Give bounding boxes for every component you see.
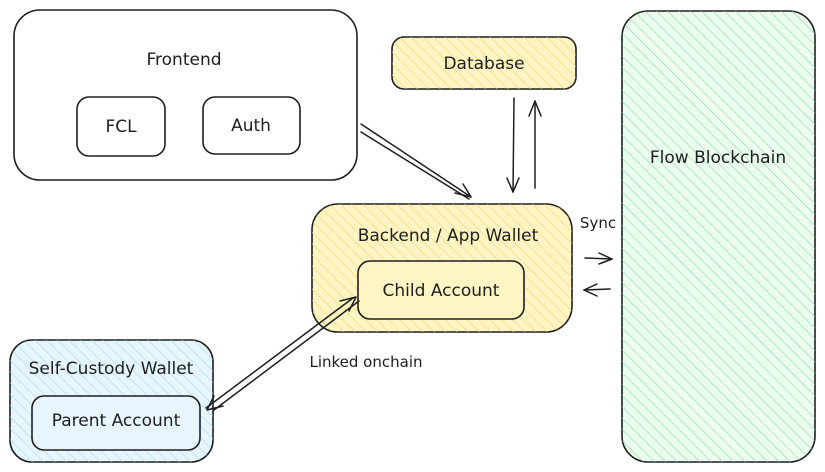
frontend-to-backend-arrow — [360, 123, 472, 200]
sync-label: Sync — [580, 214, 616, 232]
linked-onchain-label: Linked onchain — [309, 353, 422, 371]
database-label: Database — [443, 54, 524, 74]
flow-blockchain-box: Flow Blockchain — [621, 10, 816, 463]
frontend-box: Frontend — [13, 9, 358, 181]
linked-onchain-arrow — [205, 296, 360, 411]
fcl-box: FCL — [76, 96, 166, 157]
fcl-label: FCL — [105, 117, 137, 137]
parent-account-box: Parent Account — [31, 395, 201, 451]
flow-blockchain-label: Flow Blockchain — [650, 148, 786, 168]
auth-box: Auth — [202, 96, 301, 155]
child-account-box: Child Account — [357, 260, 525, 320]
database-box: Database — [391, 36, 577, 90]
frontend-label: Frontend — [146, 50, 221, 70]
auth-label: Auth — [231, 116, 271, 136]
parent-account-label: Parent Account — [52, 411, 181, 431]
child-account-label: Child Account — [383, 281, 500, 301]
sync-right-arrow — [584, 252, 613, 265]
self-custody-wallet-label: Self-Custody Wallet — [29, 359, 194, 379]
sync-left-arrow — [583, 283, 611, 297]
database-to-backend-arrow — [506, 97, 520, 193]
backend-to-database-arrow — [528, 100, 542, 189]
backend-label: Backend / App Wallet — [358, 226, 539, 246]
